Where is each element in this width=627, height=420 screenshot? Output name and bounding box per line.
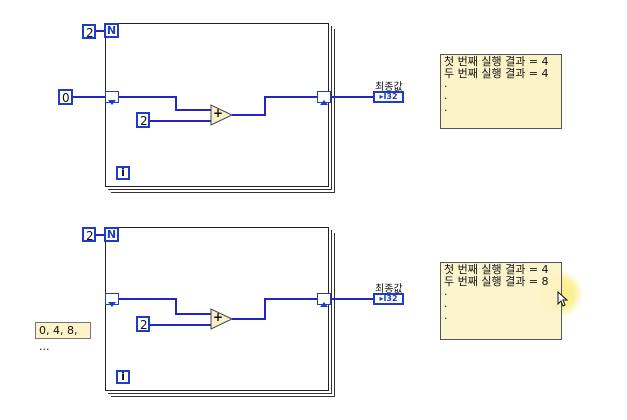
shift-register-right[interactable] [317, 91, 331, 105]
loop-count-constant[interactable]: 2 [82, 24, 96, 40]
add-out-wire-v [264, 298, 266, 320]
result-wire [331, 96, 373, 98]
iteration-terminal: i [116, 370, 130, 384]
mouse-cursor-icon [557, 291, 569, 307]
result-note-2: 첫 번째 실행 결과 = 4 두 번째 실행 결과 = 8 . . . [440, 262, 562, 340]
for-loop-frame[interactable] [105, 227, 329, 391]
sr-to-add-wire [119, 96, 176, 98]
result-indicator[interactable]: ▸I32 [373, 293, 404, 305]
note-line-1: 첫 번째 실행 결과 = 4 [444, 263, 549, 276]
shift-register-down-arrow-icon [108, 302, 116, 307]
note-dot: . [444, 89, 448, 102]
indicator-arrow-icon: ▸ [379, 294, 384, 303]
sr-to-add-wire-h2 [175, 313, 211, 315]
indicator-type: I32 [383, 92, 398, 101]
addend-constant[interactable]: 2 [136, 316, 150, 332]
indicator-arrow-icon: ▸ [379, 92, 384, 101]
note-line-2: 두 번째 실행 결과 = 4 [444, 67, 549, 80]
shift-register-up-arrow-icon [320, 302, 328, 307]
shift-register-down-arrow-icon [108, 100, 116, 105]
note-dot: . [444, 101, 448, 114]
result-wire [331, 298, 373, 300]
loop-count-terminal: N [104, 23, 119, 38]
note-dot: . [444, 297, 448, 310]
add-function-glyph: + [213, 310, 224, 324]
result-note-1: 첫 번째 실행 결과 = 4 두 번째 실행 결과 = 4 . . . [440, 54, 562, 129]
result-indicator-label: 최종값 [375, 284, 403, 295]
shift-register-left[interactable] [105, 91, 119, 105]
sr-to-add-wire-v [175, 96, 177, 110]
loop-count-terminal: N [104, 227, 119, 242]
note-dot: . [444, 77, 448, 90]
add-out-wire-v [264, 96, 266, 116]
addend-wire [150, 120, 211, 122]
add-out-wire-h [264, 96, 317, 98]
shift-register-left[interactable] [105, 293, 119, 307]
shift-register-values-note: 0, 4, 8, ... [35, 322, 91, 353]
shift-register-up-arrow-icon [320, 100, 328, 105]
result-indicator[interactable]: ▸I32 [373, 91, 404, 103]
init-wire [73, 96, 105, 98]
sr-to-add-wire [119, 298, 176, 300]
sr-to-add-wire-v [175, 298, 177, 314]
add-out-wire [232, 318, 265, 320]
note-line-1: 첫 번째 실행 결과 = 4 [444, 55, 549, 68]
shift-register-right[interactable] [317, 293, 331, 307]
loop-count-wire [96, 234, 105, 236]
add-out-wire [232, 114, 265, 116]
for-loop-frame[interactable] [105, 23, 329, 187]
loop-count-wire [96, 30, 105, 32]
add-function-icon[interactable] [210, 104, 234, 126]
note-dot: . [444, 309, 448, 322]
loop-count-constant[interactable]: 2 [82, 227, 96, 243]
add-function-glyph: + [213, 106, 224, 120]
addend-wire [150, 324, 211, 326]
shift-register-init-constant[interactable]: 0 [58, 89, 73, 105]
indicator-type: I32 [383, 294, 398, 303]
result-indicator-label: 최종값 [375, 82, 403, 93]
iteration-terminal: i [116, 166, 130, 180]
add-function-icon[interactable] [210, 308, 234, 330]
add-out-wire-h [264, 298, 317, 300]
sr-to-add-wire-h2 [175, 109, 211, 111]
note-line-2: 두 번째 실행 결과 = 8 [444, 275, 549, 288]
addend-constant[interactable]: 2 [136, 112, 150, 128]
note-dot: . [444, 285, 448, 298]
